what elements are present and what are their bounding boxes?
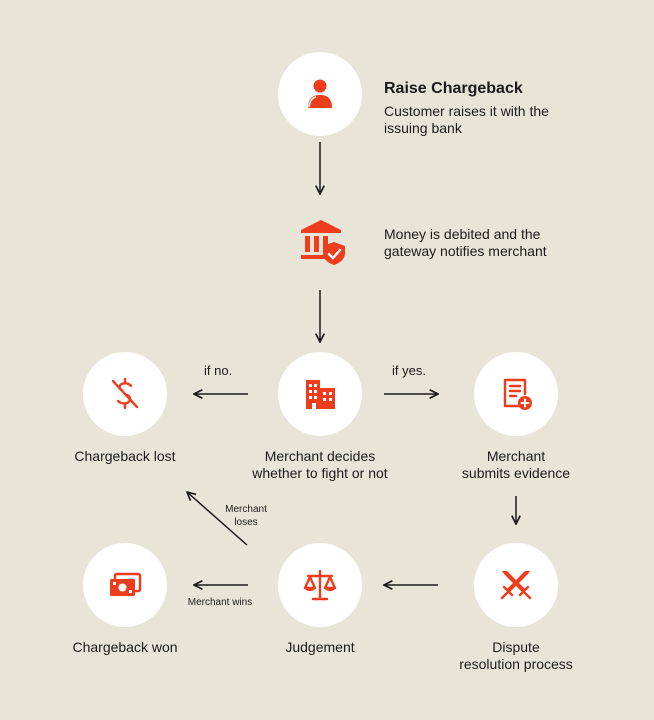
edge-label-if-no: if no.: [204, 363, 233, 378]
merchant-evidence-line1: Merchant: [486, 448, 546, 464]
crossed-swords-icon: [500, 571, 532, 600]
merchant-evidence-node: [474, 352, 558, 436]
edge-label-merchant-loses-line1: Merchant: [225, 504, 267, 515]
merchant-decides-node: [278, 352, 362, 436]
raise-chargeback-title: Raise Chargeback: [384, 80, 523, 97]
cash-icon: [110, 572, 142, 596]
no-money-icon: [111, 377, 139, 410]
merchant-decides-label: Merchant decides whether to fight or not: [220, 448, 420, 482]
raise-chargeback-desc-line1: Customer raises it with the: [384, 103, 549, 119]
merchant-evidence-label: Merchant submits evidence: [416, 448, 616, 482]
raise-chargeback-node: [278, 52, 362, 136]
dispute-resolution-node: [474, 543, 558, 627]
merchant-evidence-line2: submits evidence: [461, 465, 571, 481]
raise-chargeback-desc-line2: issuing bank: [384, 120, 462, 136]
merchant-decides-line2: whether to fight or not: [252, 465, 388, 481]
chargeback-lost-label: Chargeback lost: [74, 448, 176, 464]
building-icon: [306, 380, 335, 409]
scales-icon: [303, 569, 337, 601]
edge-label-merchant-loses: Merchant loses: [216, 503, 276, 529]
edge-label-merchant-loses-line2: loses: [234, 517, 258, 528]
merchant-decides-line1: Merchant decides: [264, 448, 376, 464]
dispute-resolution-line2: resolution process: [459, 656, 573, 672]
chargeback-won-node: [83, 543, 167, 627]
judgement-node: [278, 543, 362, 627]
edge-label-if-yes: if yes.: [392, 363, 426, 378]
chargeback-lost-node: [83, 352, 167, 436]
money-debited-line2: gateway notifies merchant: [384, 243, 547, 259]
chargeback-won-label: Chargeback won: [72, 639, 178, 655]
dispute-resolution-line1: Dispute: [492, 639, 540, 655]
judgement-label: Judgement: [285, 639, 355, 655]
dispute-resolution-label: Dispute resolution process: [416, 639, 616, 673]
edge-label-merchant-wins: Merchant wins: [187, 597, 253, 608]
bank-shield-icon: [297, 216, 349, 268]
money-debited-line1: Money is debited and the: [384, 226, 541, 242]
arrow-judgement-to-lost: [187, 492, 248, 546]
person-icon: [308, 79, 332, 108]
document-add-icon: [503, 378, 532, 410]
